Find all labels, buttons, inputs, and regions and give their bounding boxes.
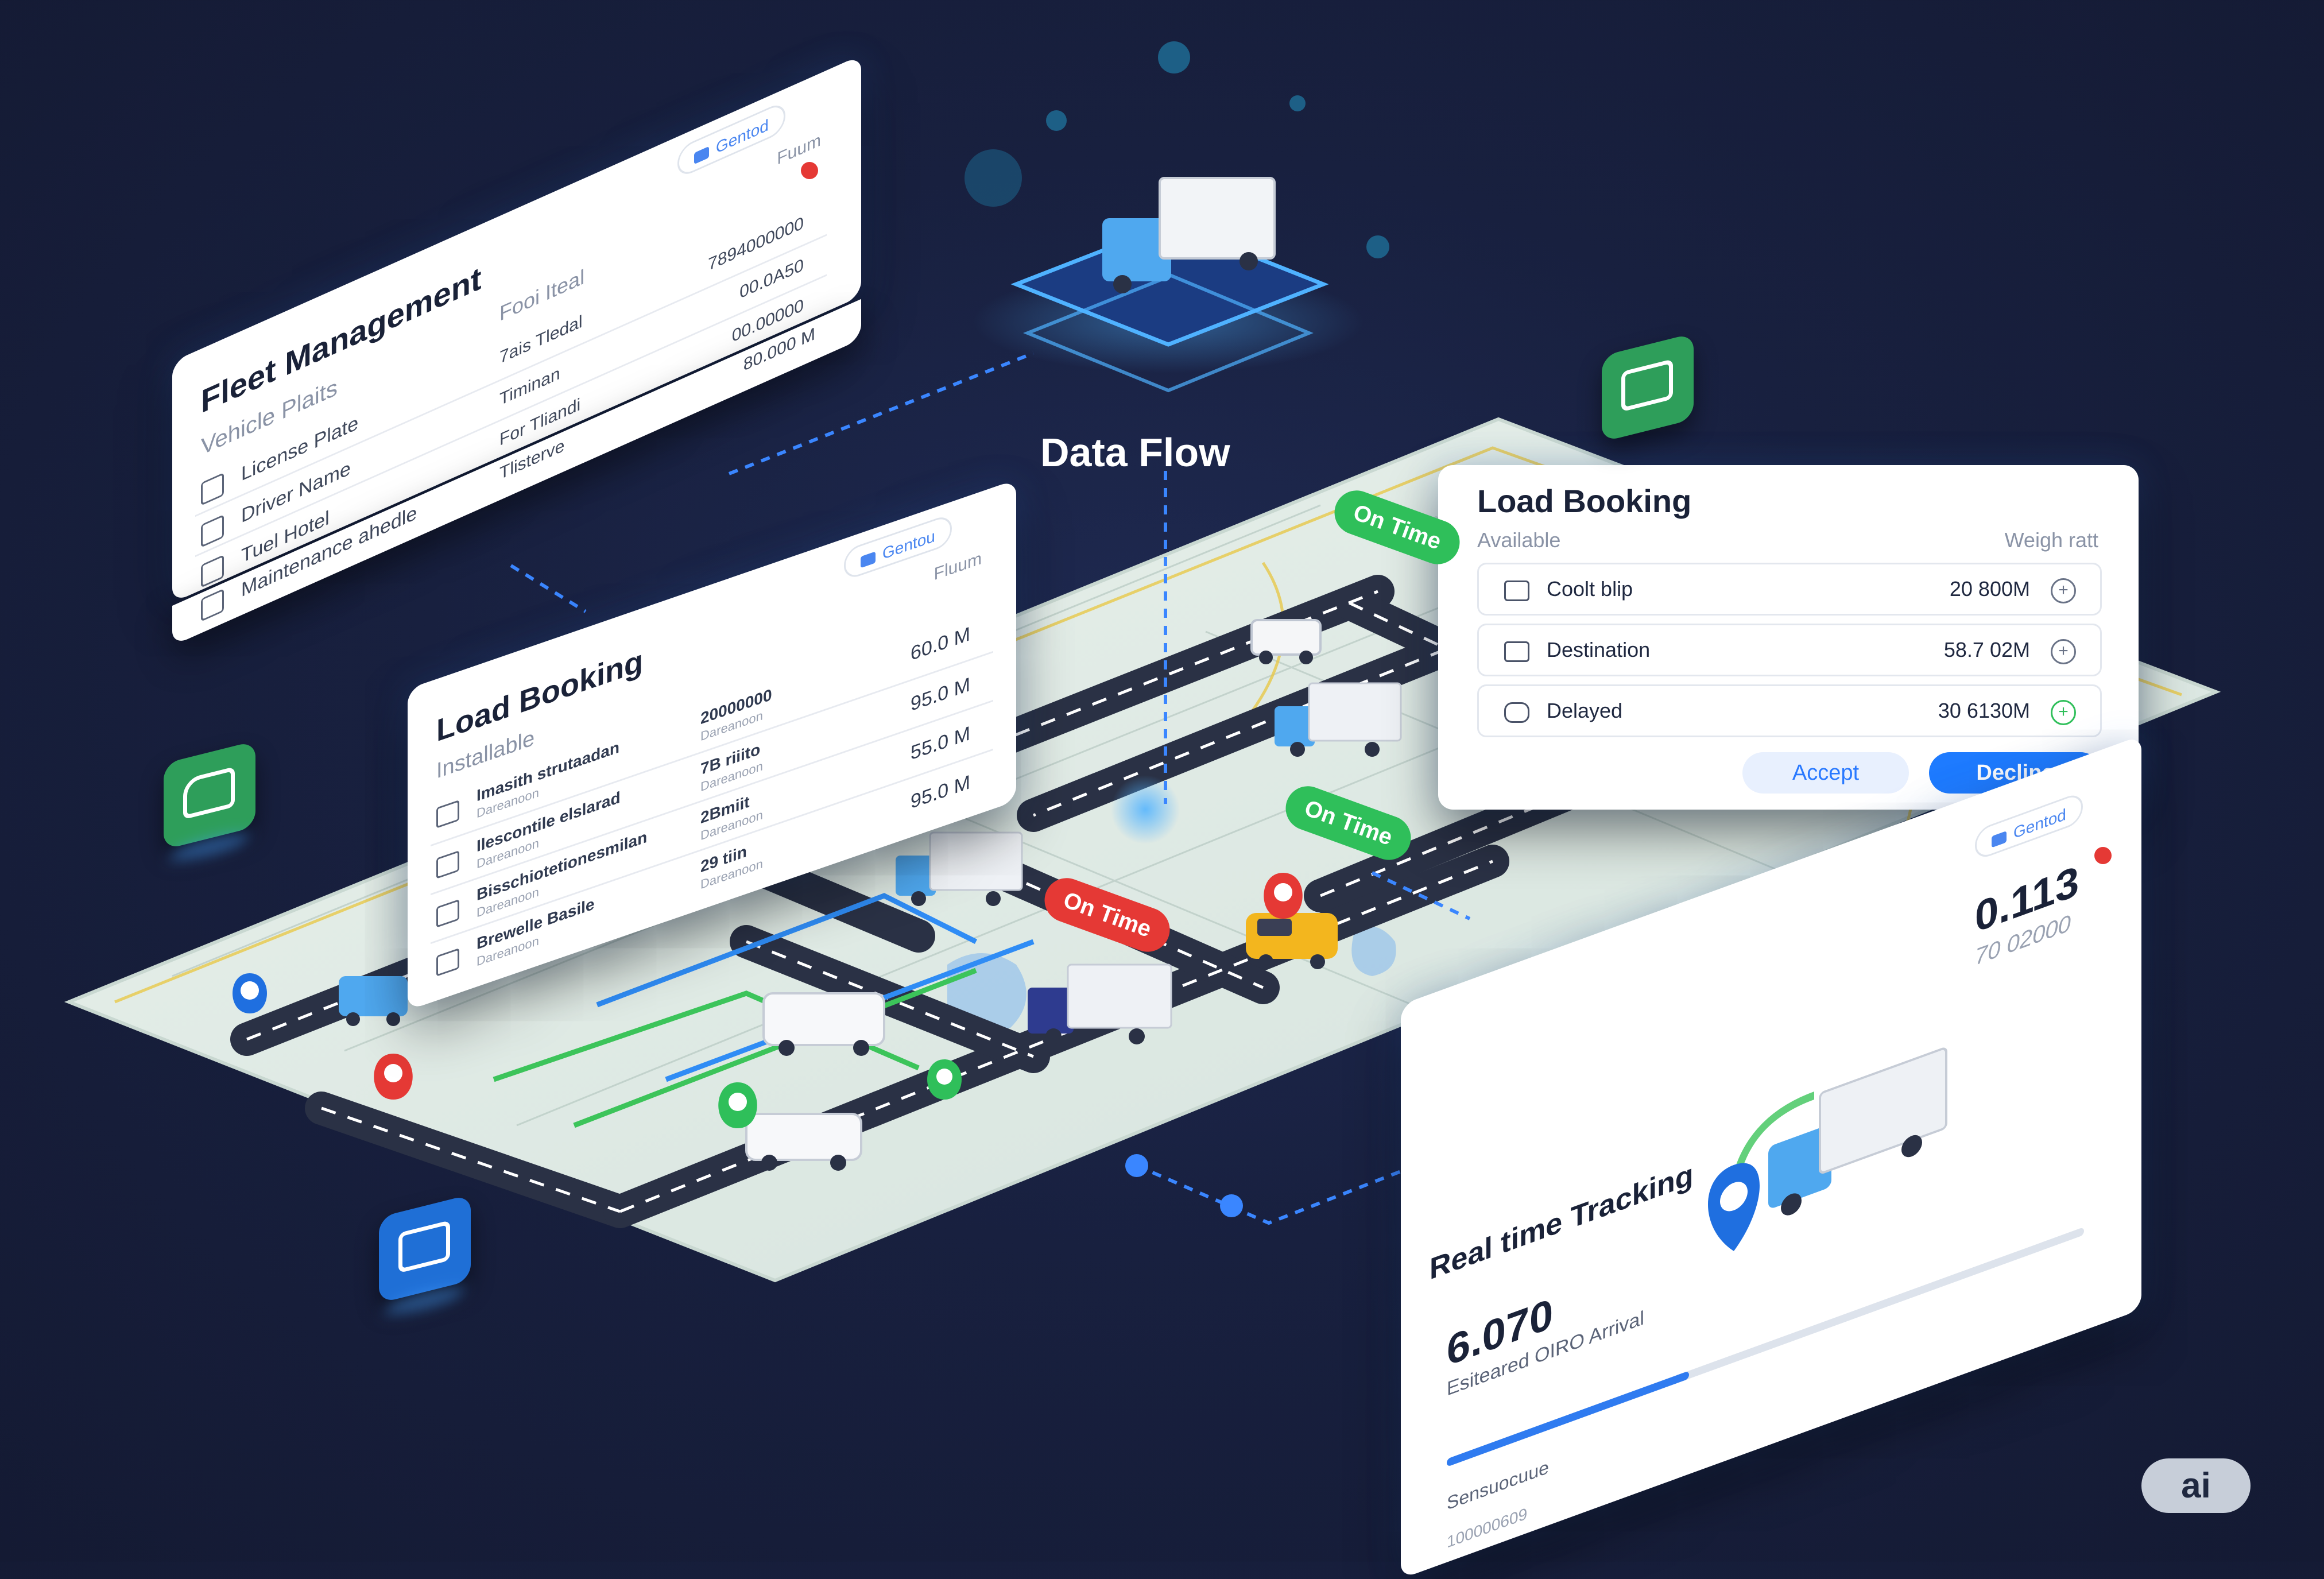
driver-icon [201,514,224,548]
pin-icon [2094,847,2112,864]
booking-row[interactable]: Destination 58.7 02M + [1477,624,2102,676]
calendar-glyph [1621,359,1673,412]
booking-row[interactable]: Delayed 30 6130M + [1477,684,2102,737]
add-icon[interactable]: + [2051,578,2076,603]
calendar-icon [1504,580,1529,601]
tracking-truck-illustration [1708,1047,1947,1251]
cargo-icon [436,948,459,977]
van-glyph [183,767,235,820]
status-label: Sensuocuue [1447,1456,1549,1514]
vehicle-icon [201,472,224,506]
truck-icon [694,146,709,165]
hub-truck [973,177,1364,393]
delayed-icon [1504,702,1529,723]
column-header: Fluum [934,548,982,585]
maintenance-icon [201,588,224,622]
add-icon[interactable]: + [2051,700,2076,725]
truck-icon [861,551,876,568]
add-icon[interactable]: + [2051,639,2076,664]
booking-row[interactable]: Coolt blip 20 800M + [1477,563,2102,616]
load-booking-panel-right: Load Booking Available Weigh ratt Coolt … [1438,465,2139,810]
data-flow-label: Data Flow [1040,430,1230,475]
map-pins [233,873,1303,1128]
filter-pill[interactable]: Gentod [1975,791,2083,862]
available-header: Available [1477,528,1561,552]
panel-title: Load Booking [1477,483,1692,519]
pin-icon [801,162,818,179]
document-glyph [398,1220,450,1274]
cargo-icon [436,800,459,829]
cargo-icon [436,899,459,928]
panel-title: Real time Tracking [1430,1157,1694,1287]
weight-header: Weigh ratt [2004,528,2098,552]
truck-icon [1992,831,2007,848]
cargo-icon [436,850,459,879]
accept-button[interactable]: Accept [1742,752,1909,794]
ai-watermark: ai [2141,1458,2251,1513]
vehicle-markers [339,619,1402,1171]
destination-icon [1504,641,1529,662]
real-time-tracking-panel: Gentod 0.113 70 02000 Real time Tracking… [1401,735,2141,1579]
